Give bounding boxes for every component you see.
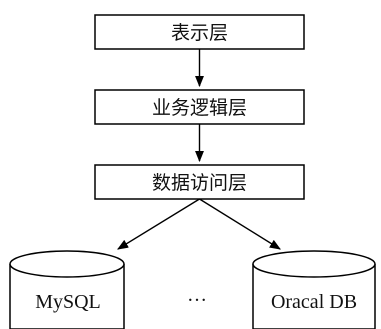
database-cylinder-mysql: MySQL (9, 250, 233, 329)
database-label-oracle: Oracal DB (271, 291, 357, 313)
layer-box-business-logic: 业务逻辑层 (94, 89, 305, 125)
layer-label-presentation: 表示层 (171, 22, 228, 44)
layer-label-data-access: 数据访问层 (152, 172, 247, 194)
layer-label-business-logic: 业务逻辑层 (152, 97, 247, 119)
layer-box-presentation: 表示层 (94, 14, 305, 50)
database-cylinder-oracle: Oracal DB (252, 250, 376, 329)
arrow-data-access-to-mysql (117, 198, 200, 250)
ellipsis-more-databases: … (187, 284, 207, 306)
layer-box-data-access: 数据访问层 (94, 164, 305, 200)
arrow-data-access-to-oracle (199, 198, 281, 250)
database-label-mysql: MySQL (35, 291, 101, 313)
